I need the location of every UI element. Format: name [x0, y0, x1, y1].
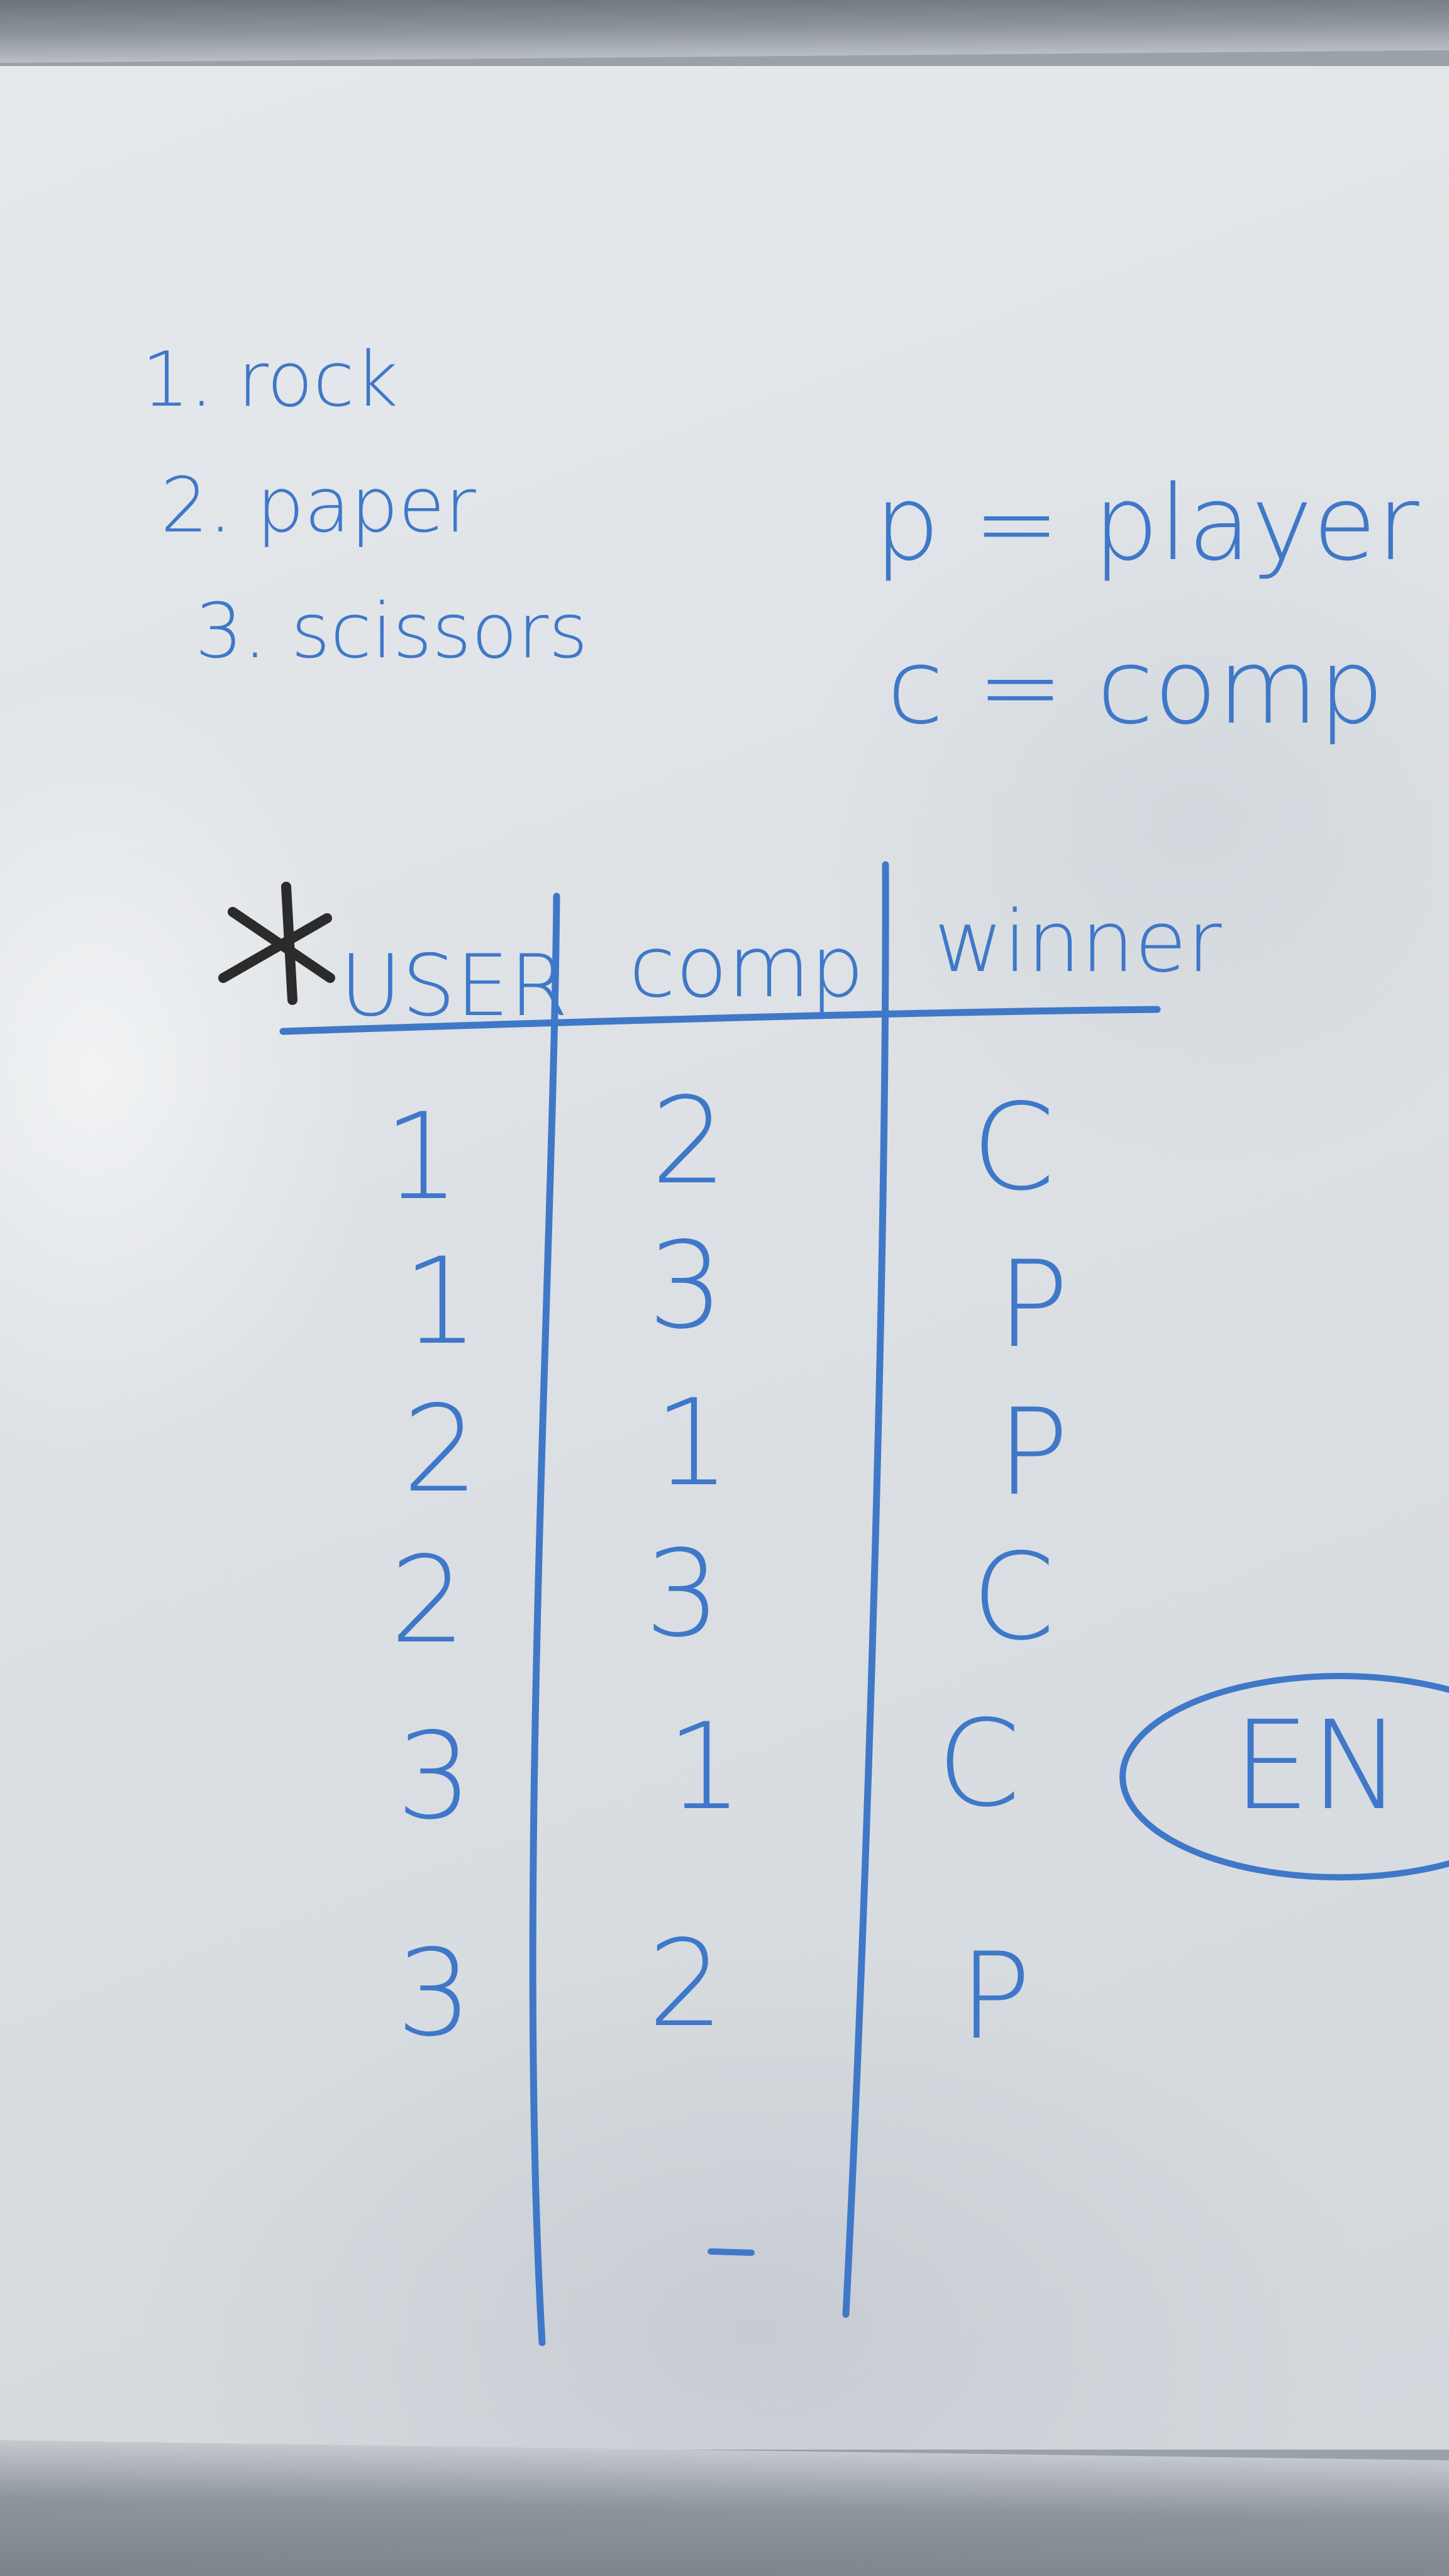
side-note-text: EN: [1233, 1694, 1402, 1837]
key-comp: c = comp: [887, 626, 1385, 747]
cell-row4-comp: 3: [645, 1524, 721, 1663]
cell-row5-winner: C: [937, 1694, 1021, 1833]
cell-row1-comp: 2: [651, 1072, 727, 1211]
cell-row5-comp: 1: [667, 1697, 743, 1836]
cell-row1-user: 1: [384, 1087, 460, 1226]
cell-row3-winner: P: [997, 1383, 1069, 1522]
cell-row6-winner: P: [959, 1927, 1031, 2066]
cell-row4-winner: C: [972, 1528, 1055, 1667]
cell-row1-winner: C: [972, 1078, 1055, 1217]
dash-mark: [708, 2248, 755, 2256]
cell-row2-user: 1: [402, 1232, 479, 1371]
column-divider-2: [842, 861, 889, 2318]
legend-item-scissors: 3. scissors: [195, 588, 588, 675]
header-winner: winner: [934, 892, 1222, 991]
legend-item-rock: 1. rock: [142, 336, 399, 424]
column-divider-1: [529, 892, 560, 2346]
key-player: p = player: [874, 463, 1419, 584]
cell-row6-user: 3: [396, 1924, 472, 2063]
header-comp: comp: [629, 918, 865, 1016]
legend-item-paper: 2. paper: [160, 462, 476, 550]
cell-row4-user: 2: [390, 1531, 466, 1670]
side-note-oval: [1119, 1673, 1449, 1880]
asterisk-mark: [218, 882, 335, 1005]
cell-row5-user: 3: [396, 1707, 472, 1846]
cell-row2-winner: P: [997, 1235, 1069, 1374]
cell-row6-comp: 2: [648, 1914, 724, 2053]
cell-row3-user: 2: [402, 1380, 479, 1519]
whiteboard-surface: [0, 66, 1449, 2450]
header-underline: [279, 1006, 1161, 1035]
header-user: USER: [340, 936, 569, 1035]
cell-row3-comp: 1: [654, 1374, 730, 1513]
cell-row2-comp: 3: [648, 1216, 724, 1355]
